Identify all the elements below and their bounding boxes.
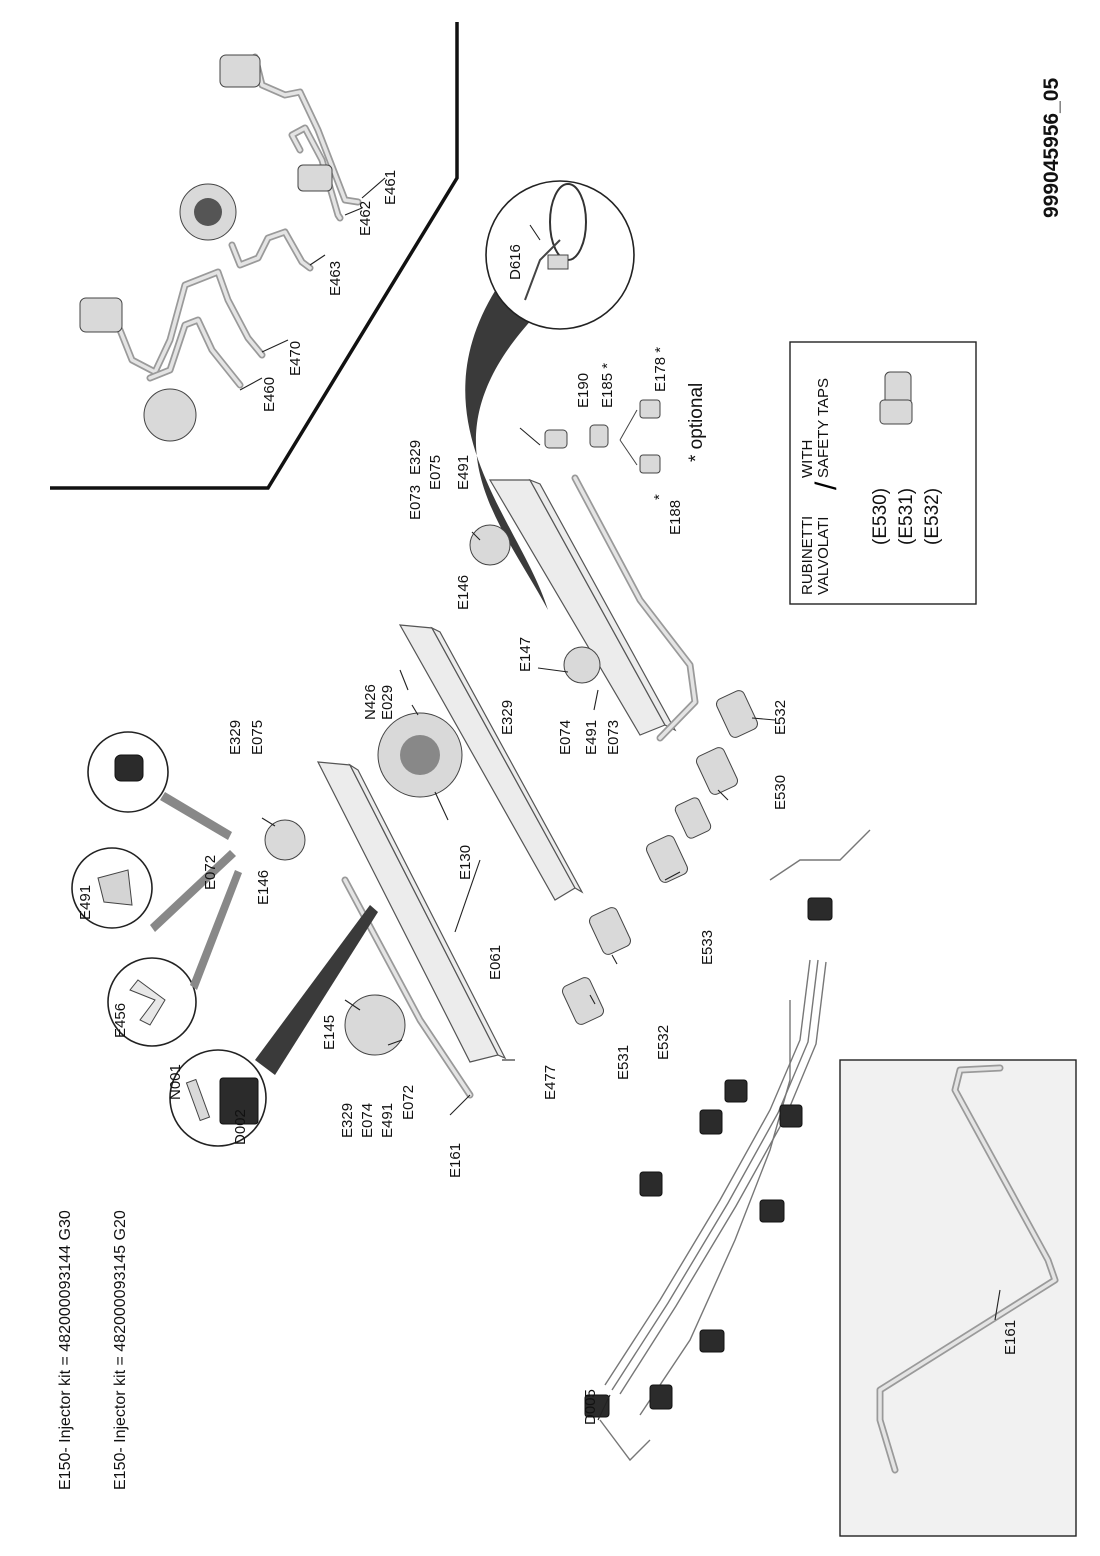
label-e329-left: E329: [227, 720, 244, 755]
label-e461: E461: [382, 170, 399, 205]
label-e491-mid: E491: [583, 720, 600, 755]
burner-parts: [264, 524, 601, 1056]
legend-rubinetti: RUBINETTI: [799, 516, 816, 595]
e161-pipe-drawing: [876, 1064, 1059, 1474]
label-e073-mid: E073: [605, 720, 622, 755]
drawing-code: 999045956_05: [1040, 78, 1063, 218]
label-e178: E178 *: [652, 347, 669, 392]
label-e491-circle: E491: [77, 885, 94, 920]
label-e072-bottom: E072: [400, 1085, 417, 1120]
label-e463: E463: [327, 261, 344, 296]
label-e532-right: E532: [772, 700, 789, 735]
label-e491-bottom: E491: [379, 1103, 396, 1138]
legend-valvolati: VALVOLATI: [815, 517, 832, 595]
legend-with: WITH: [799, 440, 816, 478]
label-e146-left: E146: [255, 870, 272, 905]
e456-detail-circle: [107, 957, 197, 1047]
label-e130: E130: [457, 845, 474, 880]
label-e073-right: E073: [407, 485, 424, 520]
label-e145: E145: [321, 1015, 338, 1050]
label-d616: D616: [507, 244, 524, 280]
label-e462: E462: [357, 201, 374, 236]
svg-text:/: /: [810, 481, 843, 490]
optional-note: * optional: [686, 383, 707, 462]
kit-note-g30: E150- Injector kit = 482000093144 G30: [57, 1210, 74, 1490]
label-e190: E190: [575, 373, 592, 408]
d616-funnel: [465, 283, 548, 610]
label-e530: E530: [772, 775, 789, 810]
label-e491-right: E491: [455, 455, 472, 490]
label-e185: E185 *: [599, 363, 616, 408]
label-e161-box: E161: [1002, 1320, 1019, 1355]
burner-e145: [344, 994, 406, 1056]
legend-safety-taps: SAFETY TAPS: [815, 378, 832, 478]
label-e460: E460: [261, 377, 278, 412]
label-e329-right: E329: [407, 440, 424, 475]
kit-notes: E150- Injector kit = 482000093144 G30 E1…: [57, 1210, 129, 1490]
main-gas-pipe: [341, 474, 699, 1099]
connector-parts: [544, 399, 661, 474]
legend-code-e531: (E531): [896, 488, 917, 545]
label-n001: N001: [167, 1064, 184, 1100]
label-e188: E188: [667, 500, 684, 535]
label-e061: E061: [487, 945, 504, 980]
safety-taps-legend: RUBINETTI VALVOLATI / WITH SAFETY TAPS (…: [799, 378, 943, 595]
label-e075-right: E075: [427, 455, 444, 490]
label-e074-bottom: E074: [359, 1103, 376, 1138]
label-e072-top: E072: [202, 855, 219, 890]
legend-code-e530: (E530): [870, 488, 891, 545]
label-e329-mid: E329: [499, 700, 516, 735]
label-e477: E477: [542, 1065, 559, 1100]
label-d005: D005: [582, 1389, 599, 1425]
wiring-harness: [584, 829, 871, 1462]
label-e029: E029: [379, 685, 396, 720]
label-e329-bottom: E329: [339, 1103, 356, 1138]
label-e531: E531: [615, 1045, 632, 1080]
gas-taps: [562, 690, 758, 1025]
frame-rails: [316, 478, 677, 1063]
inset-burners: [79, 54, 333, 442]
e161-pipe-box: [839, 1059, 1077, 1537]
label-e188-star: *: [651, 494, 668, 500]
label-e074-mid: E074: [557, 720, 574, 755]
label-e470: E470: [287, 341, 304, 376]
legend-code-e532: (E532): [922, 488, 943, 545]
label-e161-main: E161: [447, 1143, 464, 1178]
d002-funnel: [255, 905, 378, 1075]
label-n426: N426: [362, 684, 379, 720]
label-e456: E456: [112, 1003, 129, 1038]
part-labels: E460 E470 E463 E462 E461 D616 E190 E185 …: [77, 170, 1019, 1425]
label-e075-left: E075: [249, 720, 266, 755]
label-e147: E147: [517, 637, 534, 672]
kit-note-g20: E150- Injector kit = 482000093145 G20: [112, 1210, 129, 1490]
label-d002: D002: [232, 1109, 249, 1145]
safety-taps-box: [789, 341, 977, 605]
inset-pipes: [116, 53, 362, 389]
label-e146-right: E146: [455, 575, 472, 610]
label-e532-left: E532: [655, 1025, 672, 1060]
label-e533: E533: [699, 930, 716, 965]
inset-frame: [50, 22, 459, 490]
